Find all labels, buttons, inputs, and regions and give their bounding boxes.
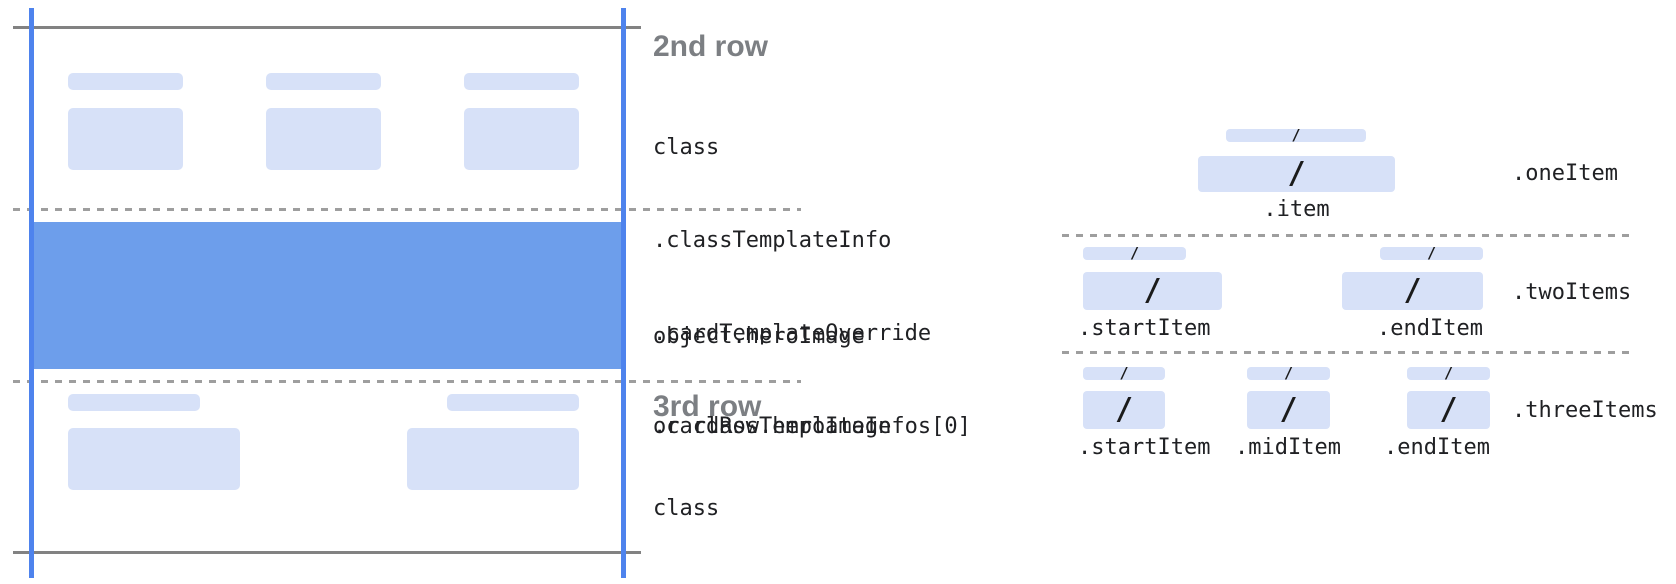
section-divider-dashed [1062, 351, 1633, 354]
row2-item3-label-bar [464, 73, 579, 90]
row2-path-line: .classTemplateInfo [653, 228, 892, 253]
slash-glyph: / [1119, 364, 1129, 382]
item-name-label: .endItem [1384, 435, 1490, 460]
hero-path-block: object.heroImage or class.heroImage [653, 262, 891, 502]
card-right-guide [621, 8, 626, 578]
threeitems-mid-label-bar: / [1247, 364, 1330, 382]
row3-start-content-bar [68, 428, 240, 490]
twoitems-end-label-bar: / [1380, 244, 1483, 262]
twoitems-start-content-bar: / [1083, 272, 1222, 310]
row2-item2-label-bar [266, 73, 381, 90]
section-name-label-twoitems: .twoItems [1512, 280, 1632, 305]
row2-path-line: .cardRowTemplateInfos[0] [653, 414, 971, 439]
row3-path-block: class .classTemplateInfo .cardTemplateOv… [653, 434, 971, 584]
threeitems-mid-content-bar: / [1247, 391, 1330, 429]
hero-path-line: or class.heroImage [653, 414, 892, 439]
item-name-label: .item [1263, 197, 1330, 222]
row2-path-line: class [653, 135, 720, 160]
row2-path-line: .cardTemplateOverride [653, 321, 932, 346]
row3-end-content-bar [407, 428, 579, 490]
row3-end-label-bar [447, 394, 579, 411]
row2-item1-content-bar [68, 108, 183, 170]
threeitems-start-content-bar: / [1083, 391, 1165, 429]
item-name-label: .midItem [1235, 435, 1341, 460]
row3-start-label-bar [68, 394, 200, 411]
section-name-label-oneitem: .oneItem [1512, 161, 1618, 186]
row3-path-line: class [653, 496, 720, 521]
section-name-label-threeitems: .threeItems [1512, 398, 1658, 423]
slash-glyph: / [1114, 392, 1134, 427]
slash-glyph: / [1443, 364, 1454, 382]
card-left-guide [29, 8, 34, 578]
row2-item3-content-bar [464, 108, 579, 170]
card-bottom-boundary [13, 551, 641, 554]
threeitems-start-label-bar: / [1083, 364, 1165, 382]
row2-path-block: class .classTemplateInfo .cardTemplateOv… [653, 70, 971, 504]
slash-glyph: / [1287, 156, 1306, 191]
item-name-label: .endItem [1377, 316, 1483, 341]
item-name-label: .startItem [1078, 316, 1211, 341]
item-name-label: .startItem [1078, 435, 1211, 460]
slash-glyph: / [1143, 273, 1162, 308]
slash-glyph: / [1291, 126, 1301, 144]
slash-glyph: / [1283, 364, 1294, 382]
card-top-boundary [13, 26, 641, 29]
slash-glyph: / [1426, 244, 1437, 262]
oneitem-item-content-bar: / [1198, 156, 1395, 192]
row2-item2-content-bar [266, 108, 381, 170]
slash-glyph: / [1279, 392, 1298, 427]
slash-glyph: / [1129, 244, 1140, 262]
row-divider-dashed-top [13, 208, 801, 211]
slash-glyph: / [1403, 273, 1422, 308]
twoitems-start-label-bar: / [1083, 244, 1186, 262]
row2-heading: 2nd row [653, 30, 769, 63]
hero-image-band [31, 222, 626, 369]
row-divider-dashed-bottom [13, 380, 801, 383]
row2-item1-label-bar [68, 73, 183, 90]
threeitems-end-label-bar: / [1407, 364, 1490, 382]
row3-heading: 3rd row [653, 390, 762, 423]
hero-path-line: object.heroImage [653, 324, 865, 349]
section-divider-dashed [1062, 234, 1633, 237]
oneitem-item-label-bar: / [1226, 126, 1366, 144]
slash-glyph: / [1439, 392, 1458, 427]
twoitems-end-content-bar: / [1342, 272, 1483, 310]
threeitems-end-content-bar: / [1407, 391, 1490, 429]
